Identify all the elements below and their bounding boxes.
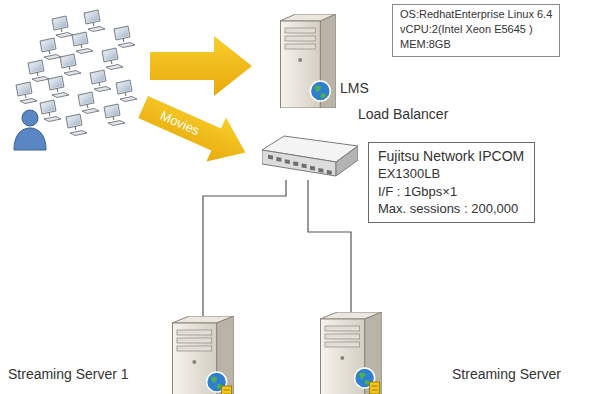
server-icon: Streaming Server 1 [172,316,234,394]
spec-line: I/F : 1Gbps×1 [378,183,524,200]
spec-box: OS:RedhatEnterprise Linux 6.4vCPU:2(Inte… [392,4,560,57]
user-computers [16,10,137,136]
switch-icon: Load Balancer [262,132,358,180]
server-icon: LMS [280,14,336,108]
server-symbol [172,316,234,394]
server-icon: Streaming Server [320,312,382,394]
node-label: LMS [340,80,369,96]
load-balancer-symbol [262,132,358,180]
node-label: Streaming Server 1 [8,366,129,382]
spec-line: vCPU:2(Intel Xeon E5645 ) [400,22,552,37]
spec-line: OS:RedhatEnterprise Linux 6.4 [400,7,552,22]
node-label: Streaming Server [452,366,561,382]
network-link [203,180,286,316]
request-arrow [150,36,252,96]
spec-line: Max. sessions : 200,000 [378,200,524,217]
user-person [14,110,46,150]
spec-box: Fujitsu Network IPCOMEX1300LBI/F : 1Gbps… [368,142,535,223]
spec-line: Fujitsu Network IPCOM [378,147,524,165]
network-link [308,180,351,312]
server-symbol [320,312,382,394]
server-symbol [280,14,336,108]
spec-line: EX1300LB [378,165,524,182]
node-label: Load Balancer [358,106,448,122]
movies-arrow [133,85,255,174]
spec-line: MEM:8GB [400,37,552,52]
